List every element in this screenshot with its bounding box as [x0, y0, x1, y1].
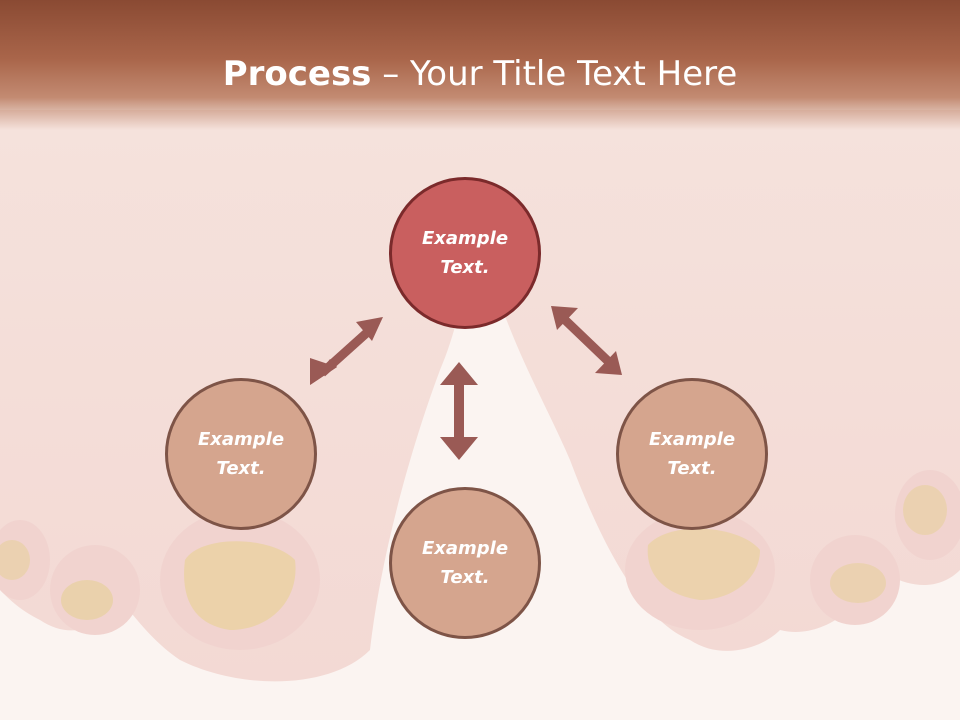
- slide-title: Process – Your Title Text Here: [0, 54, 960, 94]
- node-text-line1: Example: [648, 429, 736, 450]
- arrow-top-left: [310, 317, 383, 385]
- node-text-line2: Text.: [440, 567, 490, 588]
- node-text-line2: Text.: [216, 458, 266, 479]
- node-text-line1: Example: [421, 538, 509, 559]
- title-bold-part: Process: [222, 54, 372, 94]
- arrow-top-right: [551, 306, 622, 375]
- header-bar: [0, 0, 960, 130]
- node-text-line1: Example: [197, 429, 285, 450]
- node-text-line2: Text.: [667, 458, 717, 479]
- arrow-vertical: [440, 362, 478, 460]
- node-text-line2: Text.: [440, 257, 490, 278]
- node-text-line1: Example: [421, 228, 509, 249]
- title-rest-part: – Your Title Text Here: [371, 54, 738, 94]
